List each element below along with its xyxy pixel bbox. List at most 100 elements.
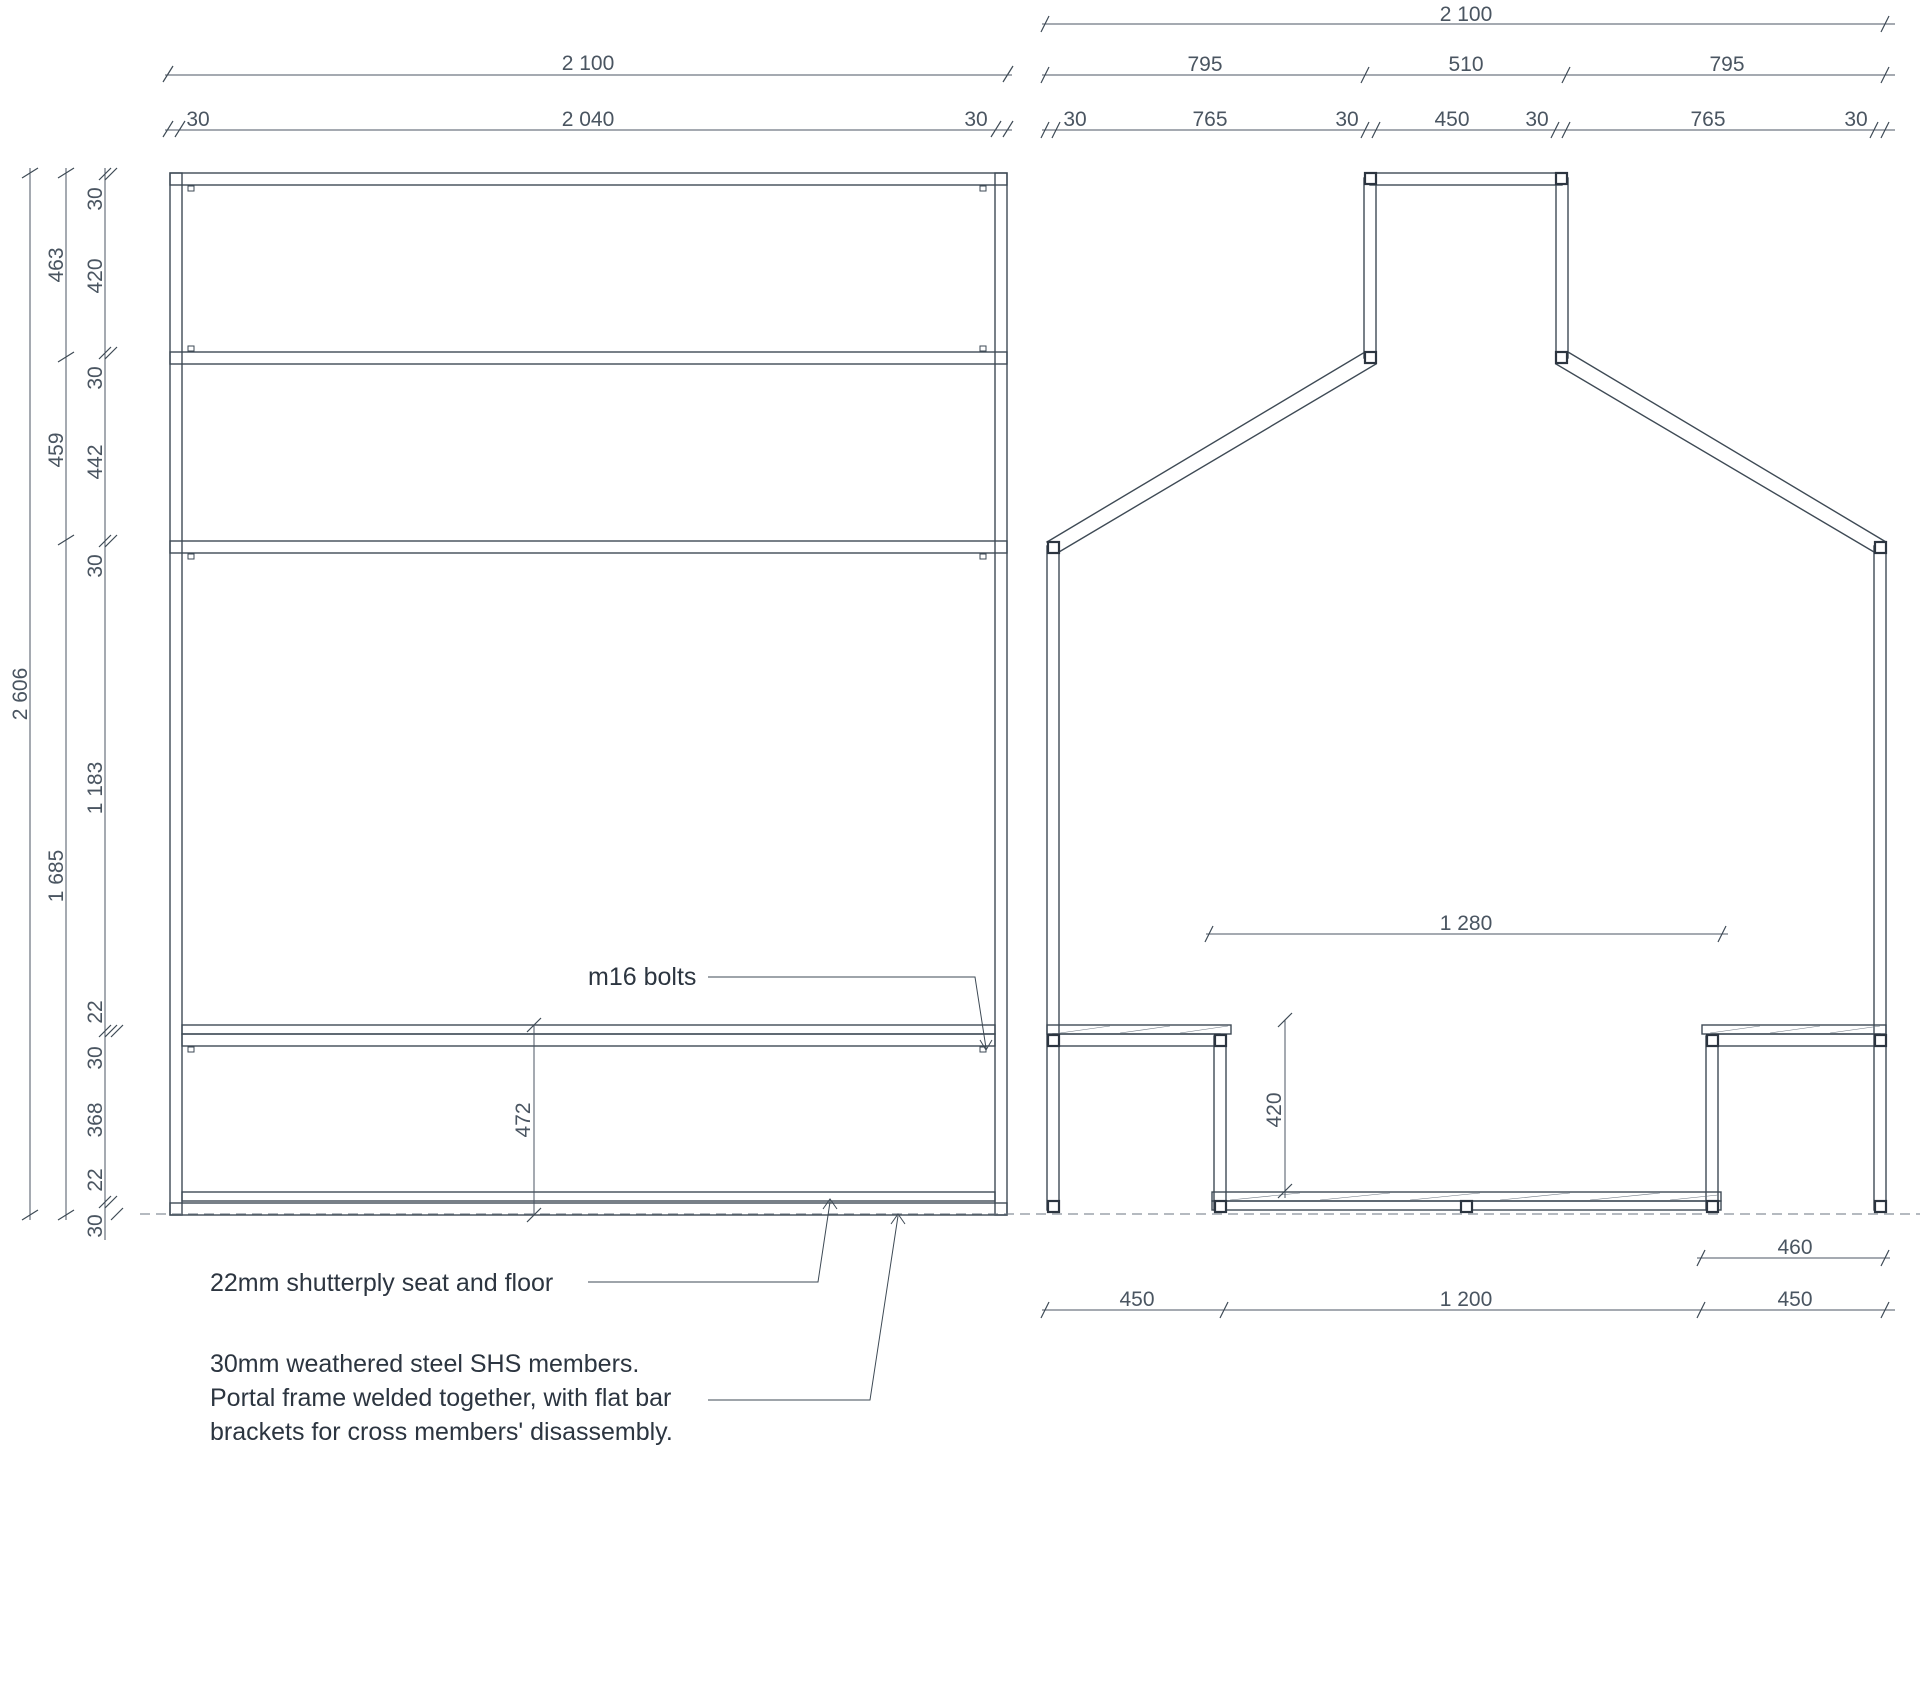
- tick: [57, 167, 75, 179]
- tick: [1002, 65, 1014, 83]
- front-floor-board: [181, 1191, 996, 1202]
- steel-note-line1: 30mm weathered steel SHS members.: [210, 1350, 639, 1378]
- side-chimney-right-post: [1555, 177, 1569, 359]
- side-left-seat-beam: [1052, 1033, 1221, 1047]
- side-floor-board: [1211, 1191, 1722, 1202]
- front-right-post: [994, 172, 1008, 1216]
- seat-floor-note: 22mm shutterply seat and floor: [210, 1269, 553, 1297]
- tick: [1717, 925, 1727, 943]
- left-inner-dim-2: 30: [84, 366, 107, 389]
- tick: [1880, 1249, 1890, 1267]
- left-mid-upper-text: 463: [45, 247, 68, 282]
- side-segment-dim-1: 510: [1448, 53, 1483, 76]
- tick: [1277, 1012, 1293, 1028]
- tick: [1204, 925, 1214, 943]
- left-inner-dim-4: 30: [84, 554, 107, 577]
- tick: [1040, 15, 1050, 33]
- clear-span-dim-text: 1 280: [1440, 912, 1493, 935]
- left-inner-dim-5: 1 183: [84, 762, 107, 815]
- side-detail-dim-2: 30: [1335, 108, 1358, 131]
- tick: [526, 1207, 542, 1223]
- tick: [1561, 66, 1571, 84]
- side-detail-dim-1: 765: [1192, 108, 1227, 131]
- front-overall-dim-text: 2 100: [562, 52, 615, 75]
- side-right-seat-post: [1705, 1035, 1719, 1211]
- seat-depth-dim-text: 460: [1777, 1236, 1812, 1259]
- side-bottom-dim-0: 450: [1119, 1288, 1154, 1311]
- side-left-post: [1046, 545, 1060, 1211]
- side-bottom-dim-1: 1 200: [1440, 1288, 1493, 1311]
- tick: [57, 1209, 75, 1221]
- left-inner-dim-7: 30: [84, 1046, 107, 1069]
- side-segment-dim-0: 795: [1187, 53, 1222, 76]
- seat-height-dim-text: 472: [512, 1102, 535, 1137]
- bolts-leader-arrow: [979, 1039, 993, 1051]
- shs-nodes: [1046, 171, 1888, 1214]
- tick: [1880, 15, 1890, 33]
- tick: [57, 351, 75, 363]
- front-elevation: 472 2 100 30 2 040 30 2 606 463 459 1 68…: [9, 52, 1014, 1240]
- front-top-beam: [169, 172, 1008, 186]
- annotations: m16 bolts 22mm shutterply seat and floor…: [210, 963, 993, 1446]
- front-left-member-dim: 30: [186, 108, 209, 131]
- front-bottom-beam: [169, 1202, 1008, 1216]
- tick: [174, 120, 186, 138]
- left-inner-dim-6: 22: [84, 1000, 107, 1023]
- tick: [1360, 66, 1370, 84]
- side-elevation: 1 280 420 460 450 1 200 450 2 100 795 51…: [1040, 3, 1895, 1319]
- side-roof-left: [1045, 351, 1378, 553]
- front-seat-beam: [181, 1033, 996, 1047]
- tick: [990, 120, 1002, 138]
- left-inner-dim-9: 22: [84, 1168, 107, 1191]
- side-bottom-dim-2: 450: [1777, 1288, 1812, 1311]
- side-right-post: [1873, 545, 1887, 1211]
- side-segment-dim-2: 795: [1709, 53, 1744, 76]
- tick: [1219, 1301, 1229, 1319]
- left-inner-dim-0: 30: [84, 187, 107, 210]
- side-detail-ticks: [1040, 121, 1890, 139]
- side-detail-dim-6: 30: [1844, 108, 1867, 131]
- side-seat-height-dim-text: 420: [1263, 1092, 1286, 1127]
- left-inner-dim-3: 442: [84, 444, 107, 479]
- front-left-post: [169, 172, 183, 1216]
- tick: [1277, 1183, 1293, 1199]
- side-left-seat-post: [1213, 1035, 1227, 1211]
- steel-leader: [708, 1215, 899, 1401]
- tick: [1880, 1301, 1890, 1319]
- tick: [1002, 120, 1014, 138]
- steel-note-line2: Portal frame welded together, with flat …: [210, 1384, 671, 1412]
- left-overall-dim-text: 2 606: [9, 668, 32, 721]
- side-detail-dim-0: 30: [1063, 108, 1086, 131]
- bolts-note: m16 bolts: [588, 963, 696, 991]
- tick: [57, 534, 75, 546]
- tick: [1040, 66, 1050, 84]
- front-seat-board: [181, 1024, 996, 1035]
- seat-floor-leader-arrow: [822, 1198, 838, 1210]
- tick: [1696, 1301, 1706, 1319]
- tick: [21, 1209, 39, 1221]
- front-beam-2: [169, 351, 1008, 365]
- front-right-member-dim: 30: [964, 108, 987, 131]
- side-detail-dim-3: 450: [1434, 108, 1469, 131]
- left-mid-lower-text: 1 685: [45, 850, 68, 903]
- front-brackets: [187, 185, 987, 1053]
- side-chimney-top-beam: [1369, 172, 1563, 186]
- side-roof-right: [1554, 351, 1888, 553]
- front-inner-dim-text: 2 040: [562, 108, 615, 131]
- side-detail-dim-4: 30: [1525, 108, 1548, 131]
- tick: [1040, 1301, 1050, 1319]
- board-hatching: [1059, 1025, 1881, 1201]
- left-inner-dim-1: 420: [84, 258, 107, 293]
- front-beam-3: [169, 540, 1008, 554]
- side-detail-dim-5: 765: [1690, 108, 1725, 131]
- side-chimney-left-post: [1363, 177, 1377, 359]
- tick: [526, 1017, 542, 1033]
- tick: [1880, 66, 1890, 84]
- left-inner-dim-8: 368: [84, 1102, 107, 1137]
- tick: [21, 167, 39, 179]
- seat-floor-leader: [588, 1201, 831, 1283]
- steel-leader-arrow: [890, 1213, 906, 1225]
- tick: [162, 65, 174, 83]
- steel-note-line3: brackets for cross members' disassembly.: [210, 1418, 673, 1446]
